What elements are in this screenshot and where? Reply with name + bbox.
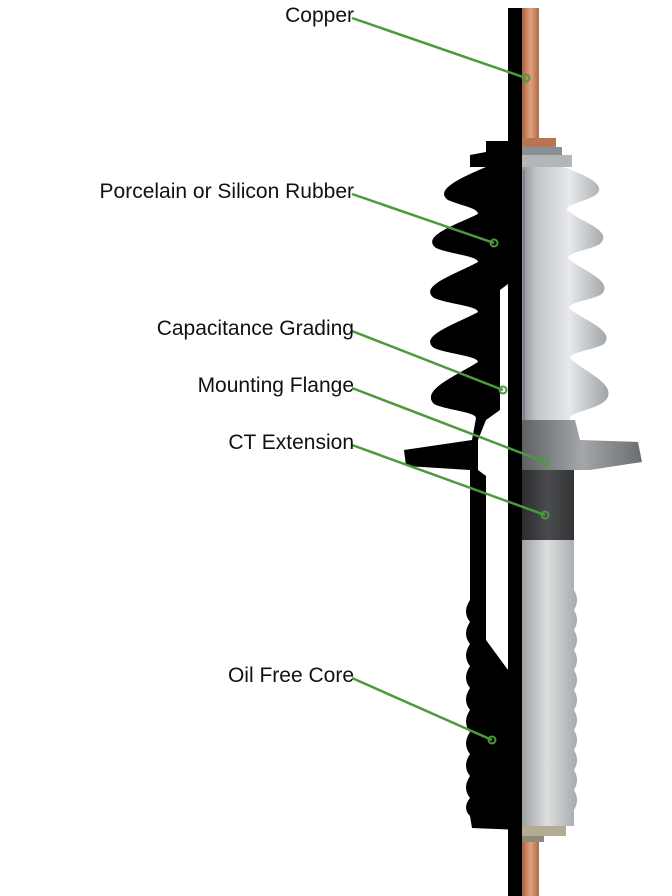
label-mounting-flange: Mounting Flange <box>197 374 354 397</box>
label-copper: Copper <box>285 4 354 27</box>
label-capacitance-grading: Capacitance Grading <box>156 317 354 340</box>
leader-dot-flange <box>540 457 550 467</box>
leader-dot-core <box>487 735 497 745</box>
top-terminal <box>522 138 572 167</box>
label-porcelain: Porcelain or Silicon Rubber <box>99 180 354 203</box>
oil-free-core <box>522 540 577 842</box>
label-ct-extension: CT Extension <box>228 431 354 454</box>
leader-line-porcelain <box>351 192 495 245</box>
leader-dot-capacitance <box>498 385 508 395</box>
ct-extension <box>522 470 574 540</box>
capacitance-grading-cavity <box>478 284 508 670</box>
leader-line-ct <box>351 443 546 517</box>
leader-line-capacitance <box>351 329 504 392</box>
leader-dot-porcelain <box>489 238 499 248</box>
leader-dot-copper <box>521 73 531 83</box>
label-oil-free-core: Oil Free Core <box>227 664 354 687</box>
leader-line-core <box>351 676 493 742</box>
mounting-flange <box>522 420 642 470</box>
leader-dot-ct <box>540 510 550 520</box>
leader-line-copper <box>351 16 527 80</box>
porcelain-housing <box>522 167 609 440</box>
cross-section-silhouette <box>404 8 522 896</box>
leader-line-flange <box>351 386 546 464</box>
leader-lines <box>351 16 550 745</box>
